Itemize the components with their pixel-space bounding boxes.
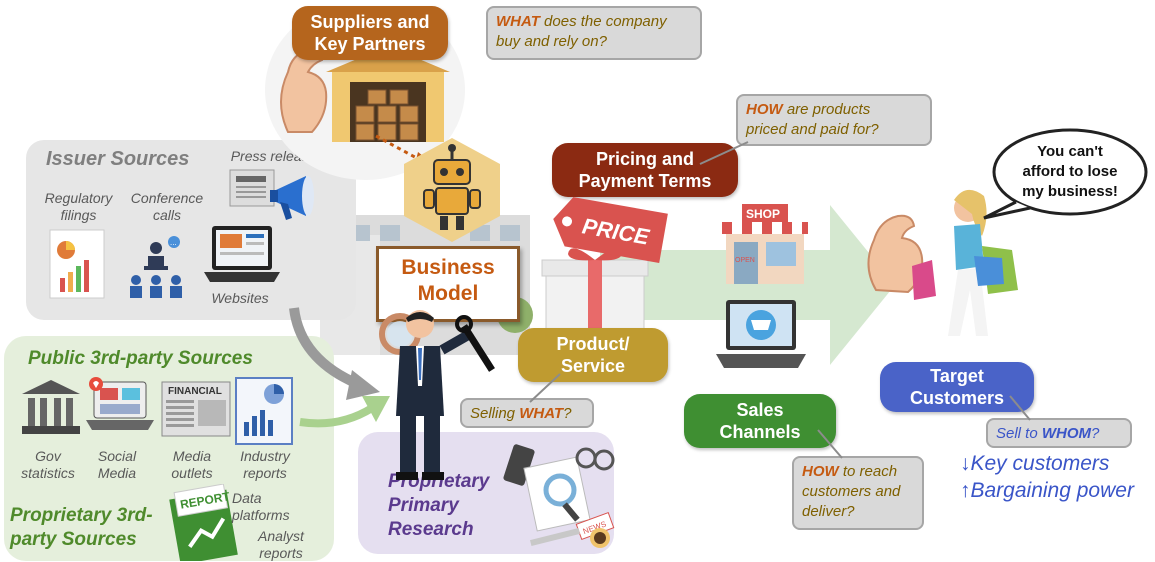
shop-icon: SHOP OPEN (722, 204, 808, 284)
report-folder-icon: REPORT (169, 484, 238, 561)
shopper-woman-icon (867, 189, 1018, 336)
robot-icon (404, 138, 500, 242)
newspaper-small-icon (229, 169, 275, 207)
museum-icon (22, 380, 80, 434)
public-sources-title: Public 3rd-party Sources (28, 348, 253, 369)
svg-text:...: ... (170, 238, 177, 247)
flow-arrow (600, 205, 895, 365)
public-sources-panel (4, 336, 334, 561)
product-node[interactable]: Product/Service (518, 328, 668, 382)
source-arrows (289, 307, 390, 428)
proprietary-3rd-title: Proprietary 3rd-party Sources (10, 505, 153, 550)
chart-report-icon (49, 229, 105, 299)
gift-icon (541, 248, 649, 339)
laptop-icon (204, 226, 280, 282)
businessman-icon (379, 310, 495, 480)
speech-bubble (983, 128, 1148, 220)
warehouse-icon (326, 46, 450, 142)
customers-question: Sell to WHOM? (986, 418, 1132, 448)
bargaining-power-text: ↑Bargaining power (960, 479, 1134, 502)
megaphone-icon (270, 176, 314, 220)
suppliers-question: WHAT does the company buy and rely on? (486, 6, 702, 60)
newspaper-icon: FINANCIAL (161, 381, 231, 437)
financial-label: FINANCIAL (168, 386, 222, 397)
shop-sign: SHOP (746, 207, 780, 221)
issuer-sources-title: Issuer Sources (46, 148, 190, 170)
research-desk-icon: NEWS (503, 444, 615, 548)
audience-icon: ... (130, 236, 182, 298)
product-question: Selling WHAT? (460, 398, 594, 428)
open-sign: OPEN (735, 257, 755, 264)
industry-report-icon (235, 377, 293, 445)
social-laptop-icon (86, 377, 154, 430)
key-customers-text: ↓Key customers (960, 452, 1110, 475)
shopping-laptop-icon (716, 300, 806, 368)
business-model-board (376, 246, 520, 322)
price-tag-icon: PRICE (553, 197, 668, 264)
arm-icon (280, 48, 328, 133)
pricing-question: HOW are products priced and paid for? (736, 94, 932, 146)
websites-label: Websites (211, 290, 269, 306)
